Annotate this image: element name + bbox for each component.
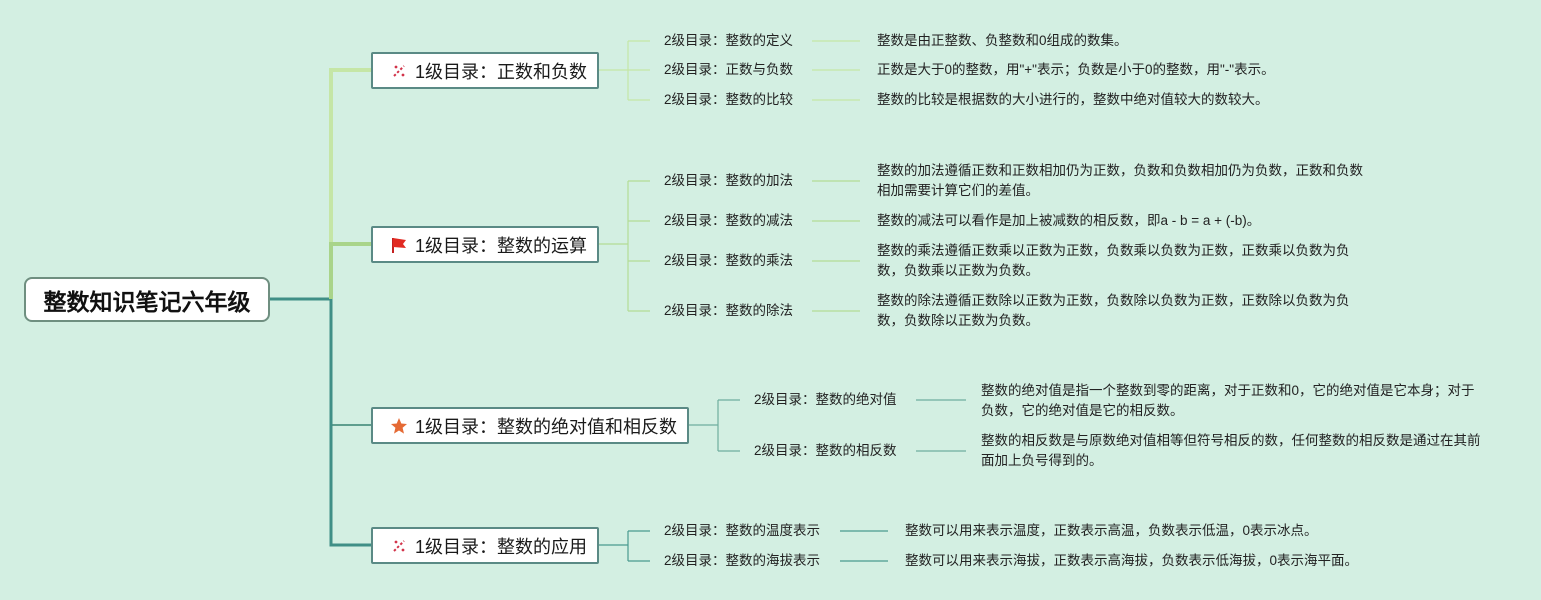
note-text: 整数的比较是根据数的大小进行的，整数中绝对值较大的数较大。 [877,92,1269,107]
subtopic-node[interactable]: 2级目录：整数的除法 [664,303,794,318]
branch-label: 1级目录：正数和负数 [415,61,588,82]
branch-node-positive-negative[interactable]: 1级目录：正数和负数 [371,52,599,89]
note-text: 整数的绝对值是指一个整数到零的距离，对于正数和0，它的绝对值是它本身；对于负数，… [981,383,1475,418]
root-node[interactable]: 整数知识笔记六年级 [24,277,270,322]
subtopic-node[interactable]: 2级目录：整数的绝对值 [754,392,897,407]
root-title: 整数知识笔记六年级 [43,288,251,315]
red-flag-icon [389,235,409,255]
note-text: 整数的除法遵循正数除以正数为正数，负数除以负数为正数，正数除以负数为负数，负数除… [877,293,1350,328]
branch-node-operations[interactable]: 1级目录：整数的运算 [371,226,599,263]
note-text: 整数的加法遵循正数和正数相加仍为正数，负数和负数相加仍为负数，正数和负数相加需要… [877,163,1363,198]
subtopic-node[interactable]: 2级目录：整数的减法 [664,213,794,228]
note-text: 整数是由正整数、负整数和0组成的数集。 [877,33,1128,48]
subtopic-node[interactable]: 2级目录：整数的温度表示 [664,523,821,538]
subtopic-node[interactable]: 2级目录：整数的比较 [664,92,794,107]
sparkle-icon [389,61,409,81]
note-text: 整数可以用来表示温度，正数表示高温，负数表示低温，0表示冰点。 [905,523,1318,538]
branch-label: 1级目录：整数的运算 [415,235,588,256]
subtopic-node[interactable]: 2级目录：整数的加法 [664,173,794,188]
subtopic-node[interactable]: 2级目录：整数的乘法 [664,253,794,268]
subtopic-node[interactable]: 2级目录：整数的相反数 [754,443,897,458]
note-text: 整数可以用来表示海拔，正数表示高海拔，负数表示低海拔，0表示海平面。 [905,553,1359,568]
note-text: 整数的乘法遵循正数乘以正数为正数，负数乘以负数为正数，正数乘以负数为负数，负数乘… [877,243,1350,278]
note-text: 整数的减法可以看作是加上被减数的相反数，即a - b = a + (-b)。 [877,213,1261,228]
branch-label: 1级目录：整数的应用 [415,536,588,557]
sparkle-icon [389,536,409,556]
branch-node-applications[interactable]: 1级目录：整数的应用 [371,527,599,564]
note-text: 整数的相反数是与原数绝对值相等但符号相反的数，任何整数的相反数是通过在其前面加上… [981,433,1481,468]
subtopic-node[interactable]: 2级目录：正数与负数 [664,62,794,77]
branch-node-absolute-opposite[interactable]: 1级目录：整数的绝对值和相反数 [371,407,689,444]
subtopic-node[interactable]: 2级目录：整数的定义 [664,33,794,48]
star-icon [389,416,409,436]
subtopic-node[interactable]: 2级目录：整数的海拔表示 [664,553,821,568]
note-text: 正数是大于0的整数，用"+"表示；负数是小于0的整数，用"-"表示。 [877,62,1275,77]
branch-label: 1级目录：整数的绝对值和相反数 [415,416,678,437]
